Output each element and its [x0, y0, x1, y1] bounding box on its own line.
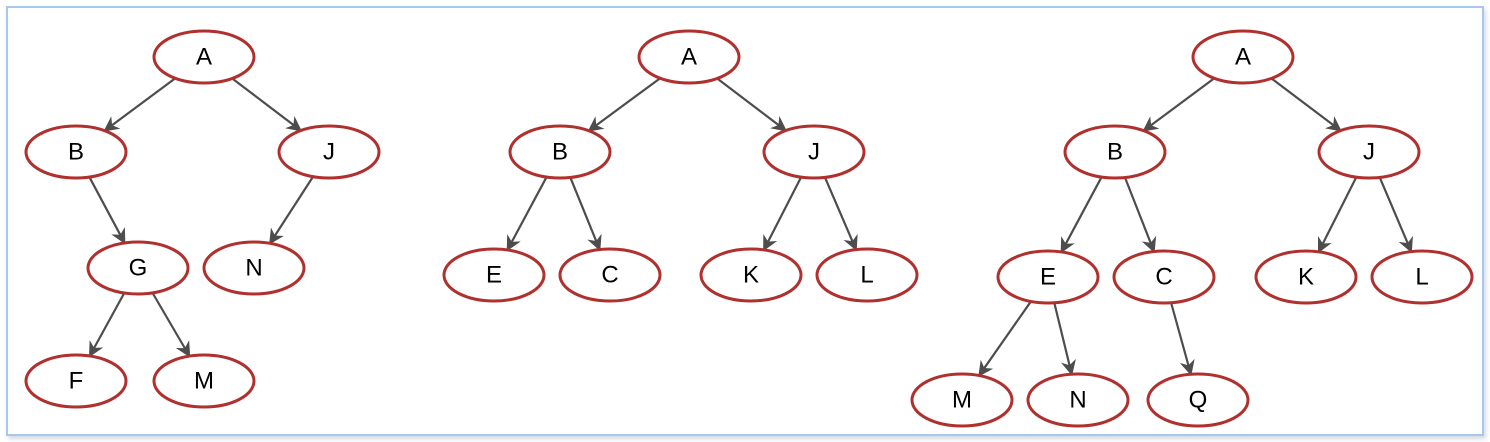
node-label: B — [1107, 138, 1123, 165]
node-label: J — [323, 138, 335, 165]
node-label: K — [743, 261, 759, 288]
node-m: M — [910, 372, 1014, 428]
node-l: L — [815, 247, 919, 303]
edge-e-n — [1053, 302, 1076, 376]
node-l: L — [1370, 249, 1474, 305]
node-label: C — [601, 261, 618, 288]
edge-g-m — [151, 292, 191, 358]
edge-j-k — [762, 176, 803, 252]
tree-2: A B J E C K L — [442, 29, 919, 303]
node-k: K — [1254, 249, 1358, 305]
node-b: B — [508, 124, 612, 180]
node-label: L — [1415, 263, 1428, 290]
node-n: N — [1026, 372, 1130, 428]
edge-c-q — [1170, 302, 1195, 376]
node-label: G — [129, 254, 148, 281]
node-ellipse — [24, 353, 128, 409]
edge-j-l — [1378, 176, 1413, 254]
node-g: G — [86, 240, 190, 296]
node-c: C — [558, 247, 662, 303]
node-label: A — [196, 43, 212, 70]
node-ellipse — [1370, 249, 1474, 305]
node-ellipse — [508, 124, 612, 180]
node-label: N — [1069, 386, 1086, 413]
node-q: Q — [1146, 372, 1250, 428]
node-b: B — [24, 124, 128, 180]
node-ellipse — [637, 29, 741, 85]
node-a: A — [152, 29, 256, 85]
node-ellipse — [24, 124, 128, 180]
edge-b-c — [1123, 177, 1157, 253]
edge-j-n — [269, 176, 314, 245]
node-ellipse — [1146, 372, 1250, 428]
node-j: J — [277, 124, 381, 180]
node-label: A — [1235, 43, 1251, 70]
edge-g-f — [88, 292, 126, 358]
node-ellipse — [1191, 29, 1295, 85]
edge-j-k — [1317, 176, 1358, 254]
edge-e-m — [978, 300, 1032, 377]
node-m: M — [152, 353, 256, 409]
edge-a-b — [1142, 77, 1215, 132]
tree-3: A B J E C K L M N Q — [910, 29, 1474, 428]
node-ellipse — [1026, 372, 1130, 428]
node-ellipse — [996, 249, 1100, 305]
node-ellipse — [1112, 249, 1216, 305]
node-a: A — [637, 29, 741, 85]
node-ellipse — [815, 247, 919, 303]
node-ellipse — [442, 247, 546, 303]
edge-b-e — [506, 176, 548, 252]
edge-b-c — [569, 177, 602, 251]
node-ellipse — [1063, 124, 1167, 180]
edge-a-b — [103, 77, 176, 132]
node-e: E — [442, 247, 546, 303]
node-ellipse — [910, 372, 1014, 428]
edge-j-l — [823, 176, 858, 252]
edge-a-j — [716, 77, 787, 132]
node-label: B — [552, 138, 568, 165]
node-label: J — [808, 138, 820, 165]
node-e: E — [996, 249, 1100, 305]
node-label: K — [1298, 263, 1314, 290]
node-n: N — [202, 240, 306, 296]
node-b: B — [1063, 124, 1167, 180]
node-ellipse — [277, 124, 381, 180]
node-label: E — [486, 261, 502, 288]
node-ellipse — [86, 240, 190, 296]
node-label: C — [1155, 263, 1172, 290]
node-ellipse — [1254, 249, 1358, 305]
node-f: F — [24, 353, 128, 409]
edge-b-g — [88, 176, 126, 245]
node-label: Q — [1189, 386, 1208, 413]
node-label: J — [1363, 138, 1375, 165]
node-ellipse — [558, 247, 662, 303]
node-label: L — [860, 261, 873, 288]
node-k: K — [699, 247, 803, 303]
node-ellipse — [152, 353, 256, 409]
node-ellipse — [762, 124, 866, 180]
node-j: J — [1317, 124, 1421, 180]
node-label: B — [68, 138, 84, 165]
node-j: J — [762, 124, 866, 180]
node-c: C — [1112, 249, 1216, 305]
tree-1: A B J G N F M — [24, 29, 381, 409]
node-ellipse — [1317, 124, 1421, 180]
node-label: F — [69, 367, 84, 394]
node-label: A — [681, 43, 697, 70]
node-ellipse — [202, 240, 306, 296]
node-ellipse — [152, 29, 256, 85]
edge-a-b — [587, 77, 661, 132]
node-label: M — [952, 386, 972, 413]
edge-a-j — [231, 77, 302, 132]
node-label: M — [194, 367, 214, 394]
node-label: N — [245, 254, 262, 281]
node-label: E — [1040, 263, 1056, 290]
node-ellipse — [699, 247, 803, 303]
edge-a-j — [1270, 77, 1342, 132]
edge-b-e — [1060, 176, 1103, 254]
node-a: A — [1191, 29, 1295, 85]
